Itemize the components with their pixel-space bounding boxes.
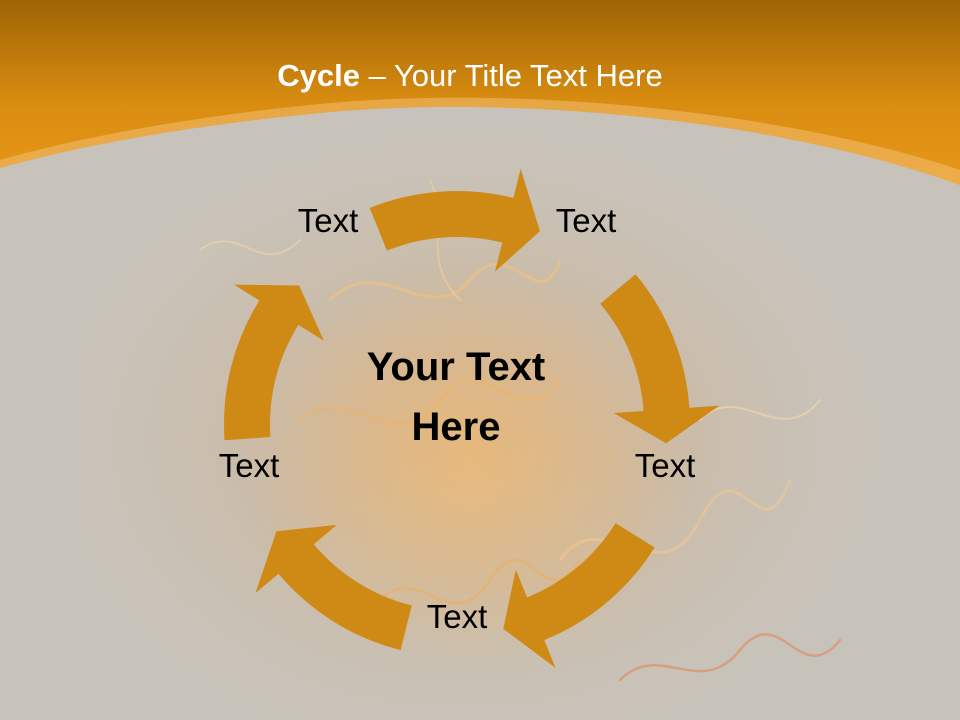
cycle-node-label-3: Text xyxy=(427,598,488,635)
center-label-line-1: Your Text xyxy=(367,345,546,389)
title-bold: Cycle xyxy=(277,58,360,93)
cycle-arrow-5 xyxy=(224,284,324,441)
header-band xyxy=(0,0,960,185)
cycle-node-label-2: Text xyxy=(635,447,696,484)
title-rest: – Your Title Text Here xyxy=(360,58,663,93)
center-label-line-2: Here xyxy=(412,405,501,449)
cycle-arrow-3 xyxy=(503,523,655,668)
cycle-arrows xyxy=(224,168,720,668)
cycle-node-label-1: Text xyxy=(556,202,617,239)
cycle-arrow-1 xyxy=(369,168,540,272)
slide-title: Cycle – Your Title Text Here xyxy=(277,58,662,93)
cycle-arrow-2 xyxy=(600,274,720,444)
cycle-node-label-4: Text xyxy=(219,447,280,484)
header-highlight xyxy=(0,97,960,185)
cycle-arrow-4 xyxy=(255,524,412,651)
cycle-node-label-5: Text xyxy=(298,202,359,239)
